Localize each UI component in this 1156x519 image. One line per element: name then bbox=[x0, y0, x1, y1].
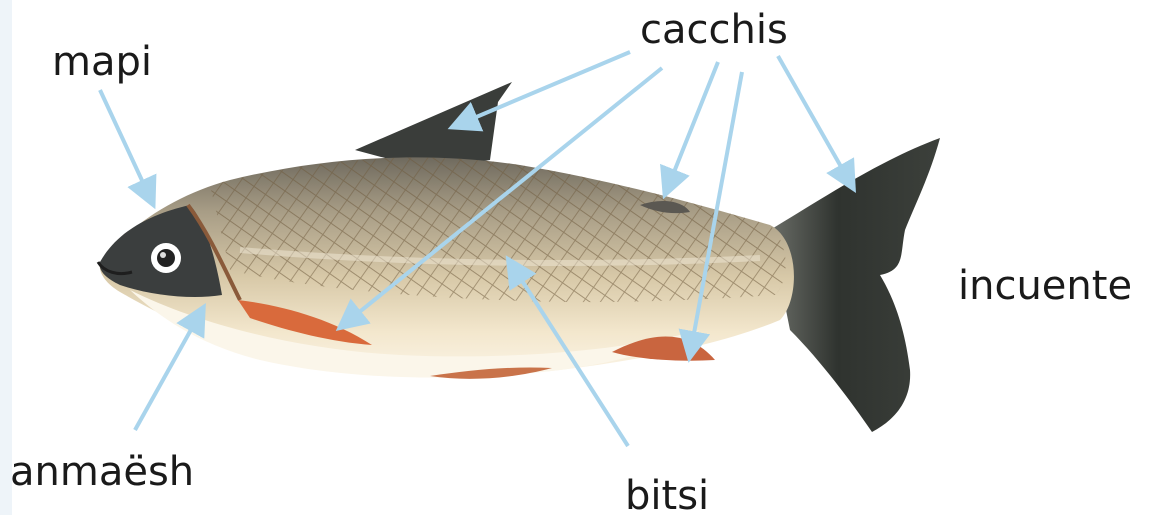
arrow-cacchis-adipose bbox=[666, 62, 718, 192]
arrow-anmaesh bbox=[135, 310, 202, 430]
label-mapi: mapi bbox=[52, 42, 152, 82]
dorsal-fin bbox=[355, 82, 512, 170]
label-bitsi: bitsi bbox=[625, 476, 709, 516]
tail-fin bbox=[770, 138, 940, 432]
label-incuente: incuente bbox=[958, 266, 1132, 306]
arrow-cacchis-tail bbox=[778, 56, 852, 186]
label-anmaesh: anmaësh bbox=[10, 452, 194, 492]
label-cacchis: cacchis bbox=[640, 10, 788, 50]
fish-scales bbox=[210, 158, 786, 303]
arrow-mapi bbox=[100, 90, 152, 202]
